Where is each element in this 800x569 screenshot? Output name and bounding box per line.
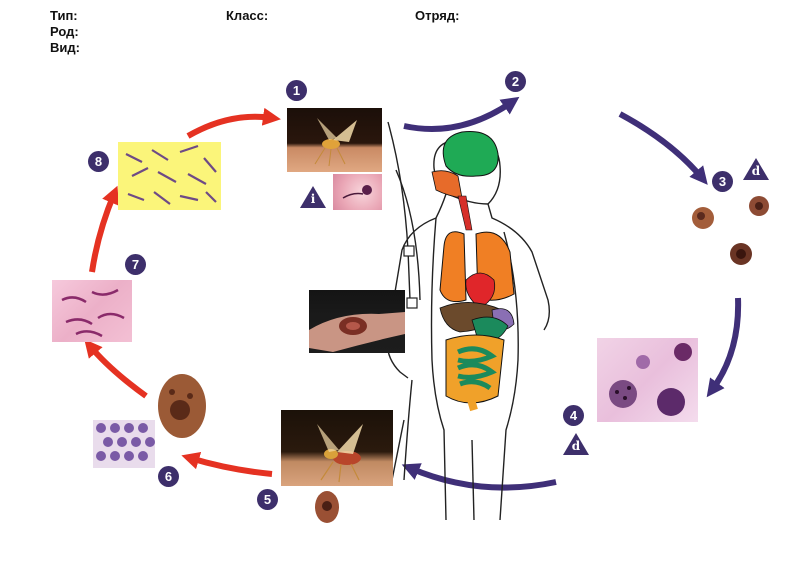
promastigote-culture-photo: [118, 142, 221, 210]
type-label: Тип:: [50, 8, 78, 23]
infected-macrophages-photo: [689, 196, 769, 268]
small-intestine: [456, 346, 497, 391]
infective-stage-letter: i: [310, 192, 316, 206]
macrophage-icon: [315, 491, 339, 523]
diagnostic-stage-letter: d: [751, 164, 761, 178]
heart: [465, 272, 496, 309]
stage-3-badge: 3: [712, 171, 733, 192]
arrow-6-to-7: [84, 339, 148, 399]
stage-6-badge: 6: [158, 466, 179, 487]
sandfly-icon: [314, 118, 357, 167]
promastigote-inoculation-photo: [333, 174, 382, 210]
sandfly-feeding-photo: [281, 410, 393, 486]
triangle-icon: [300, 186, 326, 208]
arrow-7-to-8: [89, 185, 119, 273]
cutaneous-lesion-hand-photo: [309, 290, 405, 353]
stage-8-badge: 8: [88, 151, 109, 172]
cell-icon: [61, 288, 125, 338]
amastigotes-tissue-photo: [597, 338, 698, 422]
species-label: Вид:: [50, 40, 80, 55]
large-intestine: [445, 334, 505, 404]
arrow-2-to-3: [618, 111, 708, 185]
cell-icon: [342, 185, 372, 199]
genus-label: Род:: [50, 24, 79, 39]
stage-1-badge: 1: [286, 80, 307, 101]
cell-icon: [125, 144, 217, 205]
macrophage-icon: [158, 374, 206, 438]
arrow-1-to-2: [403, 96, 520, 132]
diagnostic-stage-marker-3: d: [743, 158, 769, 180]
sandfly-icon: [317, 424, 363, 483]
amastigote-macrophage-photo: [154, 370, 210, 442]
diagnostic-stage-letter: d: [571, 439, 581, 453]
hand-icon: [309, 312, 405, 352]
sandfly-biting-photo: [287, 108, 382, 172]
diagnostic-stage-marker-4: d: [563, 433, 589, 455]
arrow-8-to-1: [186, 107, 281, 139]
arrow-5-to-6: [181, 451, 273, 477]
rectum: [466, 394, 478, 412]
blood-smear-photo: [93, 420, 155, 468]
brain: [442, 130, 499, 177]
stage-2-badge: 2: [505, 71, 526, 92]
arrow-3-to-4: [706, 297, 742, 398]
nasal-passage: [431, 170, 463, 199]
midgut-promastigotes-photo: [52, 280, 132, 342]
triangle-icon: [563, 433, 589, 455]
ingested-macrophage-photo: [312, 488, 342, 526]
cell-icon: [96, 423, 155, 461]
stage-7-badge: 7: [125, 254, 146, 275]
cell-icon: [609, 343, 692, 416]
skin-site-marker-lower: [406, 297, 418, 309]
triangle-icon: [743, 158, 769, 180]
macrophage-icon: [692, 196, 769, 265]
order-label: Отряд:: [415, 8, 460, 23]
stage-5-badge: 5: [257, 489, 278, 510]
arrow-4-to-5: [401, 463, 557, 491]
stage-4-badge: 4: [563, 405, 584, 426]
infective-stage-marker: i: [300, 186, 326, 208]
skin-site-marker-upper: [403, 245, 415, 257]
class-label: Класс:: [226, 8, 269, 23]
trachea: [457, 195, 473, 231]
human-body-arms: [387, 121, 421, 481]
